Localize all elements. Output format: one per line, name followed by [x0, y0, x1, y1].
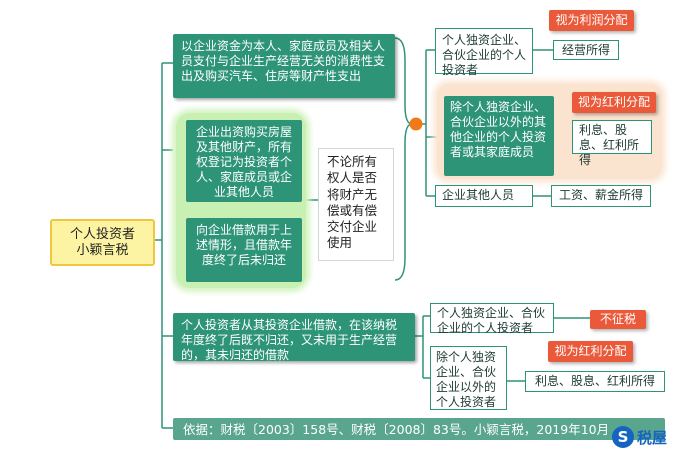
target-sole-proprietor-2: 个人独资企业、合伙企业的个人投资者 — [430, 303, 554, 335]
tag-profit-distribution: 视为利润分配 — [549, 10, 634, 31]
income-dividend-2: 利息、股息、红利所得 — [525, 371, 665, 392]
legal-basis: 依据：财税〔2003〕158号、财税〔2008〕83号。小颖言税，2019年10… — [173, 418, 665, 440]
root-subtitle: 小颖言税 — [76, 243, 129, 259]
root-title: 个人投资者 — [69, 227, 135, 242]
income-dividend: 利息、股息、红利所得 — [572, 120, 652, 167]
tag-dividend-distribution: 视为红利分配 — [572, 92, 656, 113]
target-other-enterprise: 除个人独资企业、合伙企业以外的其他企业的个人投资者或其家庭成员 — [444, 96, 554, 176]
tag-dividend-distribution-2: 视为红利分配 — [548, 341, 633, 362]
box-property-purchase: 企业出资购买房屋及其他财产，所有权登记为投资者个人、家庭成员或企业其他人员 — [186, 120, 302, 202]
logo-text: 税屋 — [637, 428, 668, 447]
box-loan-unreturned: 向企业借款用于上述情形，且借款年度终了后未归还 — [186, 218, 302, 282]
root-node: 个人投资者 小颖言税 — [50, 219, 155, 266]
logo-icon: S — [612, 426, 634, 448]
logo: S 税屋 — [612, 425, 667, 449]
tag-not-taxed: 不征税 — [590, 310, 646, 329]
bottom-box-investor-loan: 个人投资者从其投资企业借款，在该纳税年度终了后既不归还，又未用于生产经营的，其未… — [173, 313, 415, 362]
target-other-staff: 企业其他人员 — [435, 185, 533, 207]
income-salary: 工资、薪金所得 — [551, 185, 651, 207]
target-sole-proprietor: 个人独资企业、合伙企业的个人投资者 — [435, 28, 533, 77]
target-other-investor: 除个人独资企业、合伙企业以外的个人投资者 — [430, 346, 507, 410]
income-business: 经营所得 — [553, 40, 619, 60]
top-box-personal-spending: 以企业资金为本人、家庭成员及相关人员支付与企业生产经营无关的消费性支出及购买汽车… — [173, 34, 395, 98]
hub-node — [409, 117, 423, 131]
top-brace — [394, 37, 413, 281]
ownership-note: 不论所有权人是否将财产无偿或有偿交付企业使用 — [318, 148, 394, 261]
